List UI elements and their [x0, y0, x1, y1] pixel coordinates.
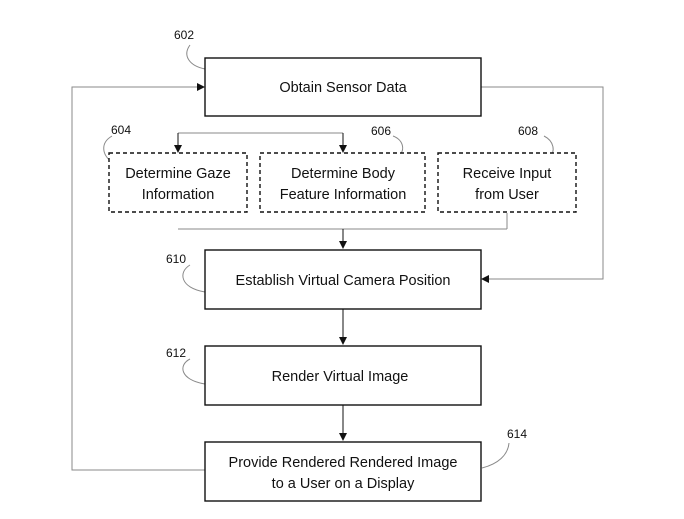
bypass-sensor-to-camera — [481, 86, 604, 283]
connectors — [71, 83, 604, 471]
step-boxes — [108, 57, 577, 502]
label-render-image: Render Virtual Image — [272, 369, 409, 385]
ref-602: 602 — [174, 28, 194, 42]
box-determine-body — [259, 152, 426, 213]
box-establish-camera — [204, 249, 482, 310]
reference-numerals: 602 604 606 608 610 612 614 — [111, 28, 538, 441]
label-receive-input-line1: Receive Input — [463, 166, 552, 182]
ref-612: 612 — [166, 346, 186, 360]
label-receive-input-line2: from User — [475, 187, 539, 203]
ref-608: 608 — [518, 124, 538, 138]
box-determine-gaze — [108, 152, 248, 213]
ref-614: 614 — [507, 427, 527, 441]
label-provide-image-line2: to a User on a Display — [272, 476, 415, 492]
leader-610 — [182, 264, 206, 293]
label-determine-gaze-line2: Information — [142, 187, 215, 203]
label-determine-body-line1: Determine Body — [291, 166, 396, 182]
leader-612 — [182, 358, 206, 385]
label-determine-gaze-line1: Determine Gaze — [125, 166, 231, 182]
ref-606: 606 — [371, 124, 391, 138]
label-establish-camera: Establish Virtual Camera Position — [236, 273, 451, 289]
box-provide-image — [204, 441, 482, 502]
ref-604: 604 — [111, 123, 131, 137]
label-obtain-sensor-data: Obtain Sensor Data — [279, 80, 407, 96]
leader-614 — [481, 442, 510, 469]
box-receive-input — [437, 152, 577, 213]
feedback-loop — [71, 83, 205, 471]
ref-610: 610 — [166, 252, 186, 266]
label-determine-body-line2: Feature Information — [280, 187, 407, 203]
step-labels: Obtain Sensor Data Determine Gaze Inform… — [125, 80, 551, 492]
box-obtain-sensor-data — [204, 57, 482, 117]
box-render-image — [204, 345, 482, 406]
leader-602 — [186, 44, 206, 70]
label-provide-image-line1: Provide Rendered Rendered Image — [229, 455, 458, 471]
